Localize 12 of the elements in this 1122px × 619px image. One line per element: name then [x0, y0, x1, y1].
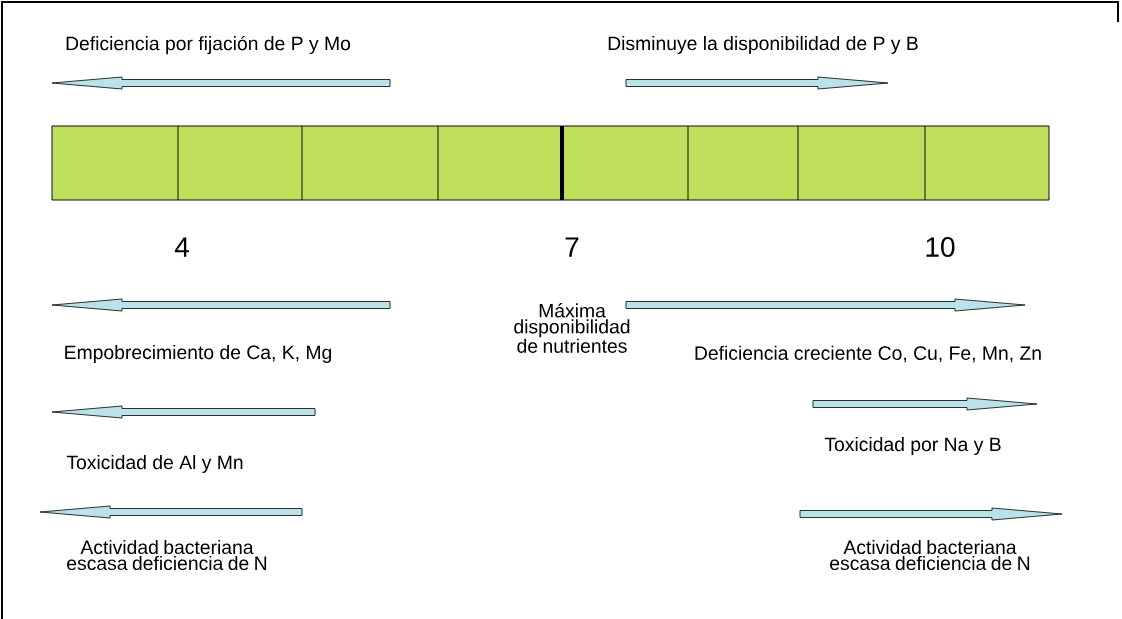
label-text: Toxicidad por Na y B [824, 437, 1001, 455]
label-text: Empobrecimiento de Ca, K, Mg [65, 345, 332, 363]
label-text: 10 [926, 237, 955, 257]
label-text: 7 [565, 237, 579, 257]
label-text: Deficiencia por fijación de P y Mo [66, 35, 351, 55]
label-text: Actividad bacteriana escasa deficiencia de N [830, 539, 1030, 571]
label-text: Disminuye la disponibilidad de P y B [608, 36, 918, 54]
label-text: Toxicidad de Al y Mn [66, 455, 243, 473]
label-text: Máxima disponibilidad de nutrientes [514, 303, 630, 353]
label-text: Deficiencia creciente Co, Cu, Fe, Mn, Zn [695, 345, 1041, 363]
label-text: 4 [174, 237, 189, 257]
label-text: Actividad bacteriana escasa deficiencia de N [67, 539, 267, 571]
